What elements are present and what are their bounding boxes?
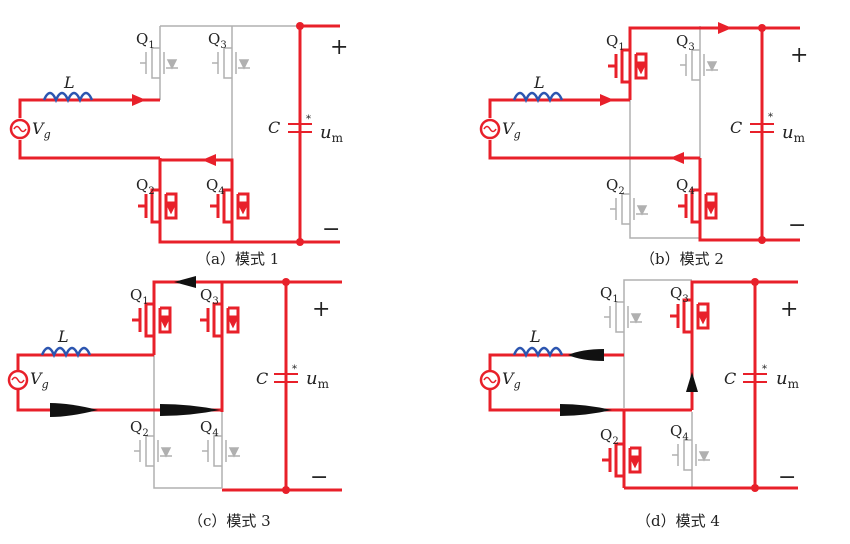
label-q1: Q1 <box>136 30 155 51</box>
label-plus: + <box>780 297 798 322</box>
arrow-black <box>50 403 98 417</box>
label-L: L <box>529 327 541 346</box>
transistor-q1 <box>140 47 178 79</box>
arrow-black <box>160 404 220 416</box>
label-plus: + <box>790 43 808 68</box>
arrow-black <box>686 372 698 392</box>
label-vg: Vg <box>30 369 49 391</box>
inductor-L <box>512 346 564 359</box>
inductor-L <box>40 346 92 359</box>
node-dot <box>758 236 766 244</box>
caption-c: （c）模式 3 <box>188 512 271 530</box>
transistor-q3 <box>680 49 718 81</box>
wires-active <box>488 280 798 490</box>
transistor-q3 <box>200 302 240 338</box>
label-um: um <box>320 122 344 145</box>
label-vg: Vg <box>502 119 521 141</box>
wires-active <box>16 280 342 492</box>
label-star: * <box>768 112 773 123</box>
node-dot <box>751 278 759 286</box>
label-minus: − <box>322 217 340 242</box>
label-c: C <box>730 118 742 137</box>
wires-inactive <box>159 25 300 160</box>
label-q2: Q2 <box>136 176 155 197</box>
transistor-q3 <box>212 47 250 79</box>
label-q3: Q3 <box>208 30 227 51</box>
wires-inactive <box>153 355 223 489</box>
label-um: um <box>776 368 800 391</box>
label-star: * <box>292 364 297 375</box>
arrow-black <box>560 404 612 416</box>
transistor-q1 <box>604 301 642 333</box>
label-c: C <box>724 369 736 388</box>
wires-active <box>18 24 340 244</box>
arrow-right <box>132 94 146 106</box>
label-q4: Q4 <box>206 176 225 197</box>
inductor-L <box>42 91 94 104</box>
transistor-q2 <box>602 442 642 478</box>
node-dot <box>282 278 290 286</box>
label-um: um <box>782 122 806 145</box>
label-q4: Q4 <box>670 422 689 443</box>
caption-b: （b）模式 2 <box>640 250 724 268</box>
panel-b: L Vg Q1 Q3 Q2 Q4 C * um + − <box>479 22 808 244</box>
transistor-q3 <box>670 298 710 334</box>
node-dot <box>296 22 304 30</box>
node-dot <box>751 484 759 492</box>
transistor-q1 <box>608 48 648 84</box>
label-c: C <box>268 118 280 137</box>
inductor-L <box>512 91 564 104</box>
label-minus: − <box>788 213 806 238</box>
label-L: L <box>63 73 75 92</box>
label-minus: − <box>310 465 328 490</box>
label-minus: − <box>778 465 796 490</box>
panel-c: L Vg Q1 Q3 Q2 Q4 C * um + − <box>7 276 342 494</box>
label-vg: Vg <box>502 369 521 391</box>
label-q2: Q2 <box>606 176 625 197</box>
label-star: * <box>762 364 767 375</box>
node-dot <box>282 486 290 494</box>
transistor-q2 <box>134 435 172 467</box>
transistor-q1 <box>132 302 172 338</box>
label-q4: Q4 <box>676 176 695 197</box>
label-q1: Q1 <box>600 284 619 305</box>
label-plus: + <box>312 297 330 322</box>
caption-d: （d）模式 4 <box>636 512 720 530</box>
label-q3: Q3 <box>670 284 689 305</box>
transistor-q4 <box>202 435 240 467</box>
label-star: * <box>306 114 311 125</box>
label-plus: + <box>330 35 348 60</box>
label-c: C <box>256 369 268 388</box>
transistor-q2 <box>610 193 648 225</box>
transistor-q4 <box>678 188 718 224</box>
label-q1: Q1 <box>130 286 149 307</box>
arrow-left <box>670 152 684 164</box>
label-q2: Q2 <box>130 418 149 439</box>
node-dot <box>758 24 766 32</box>
arrow-left <box>202 154 216 166</box>
panel-a: L Vg Q1 Q3 Q2 Q4 C * um + − <box>9 22 348 246</box>
transistor-q4 <box>210 188 250 224</box>
caption-a: （a）模式 1 <box>196 250 280 268</box>
arrow-right <box>600 94 614 106</box>
transistor-q2 <box>138 188 178 224</box>
transistor-q4 <box>672 439 710 471</box>
label-q3: Q3 <box>676 32 695 53</box>
panel-d: L Vg Q1 Q3 Q2 Q4 C * um + − <box>479 278 800 492</box>
arrow-black <box>568 349 604 361</box>
node-dot <box>296 238 304 246</box>
label-um: um <box>306 368 330 391</box>
label-L: L <box>533 73 545 92</box>
label-q2: Q2 <box>600 426 619 447</box>
label-q4: Q4 <box>200 418 219 439</box>
label-L: L <box>57 327 69 346</box>
arrow-black <box>174 276 196 288</box>
label-vg: Vg <box>32 119 51 141</box>
label-q1: Q1 <box>606 32 625 53</box>
label-q3: Q3 <box>200 286 219 307</box>
arrow-right <box>718 22 732 34</box>
